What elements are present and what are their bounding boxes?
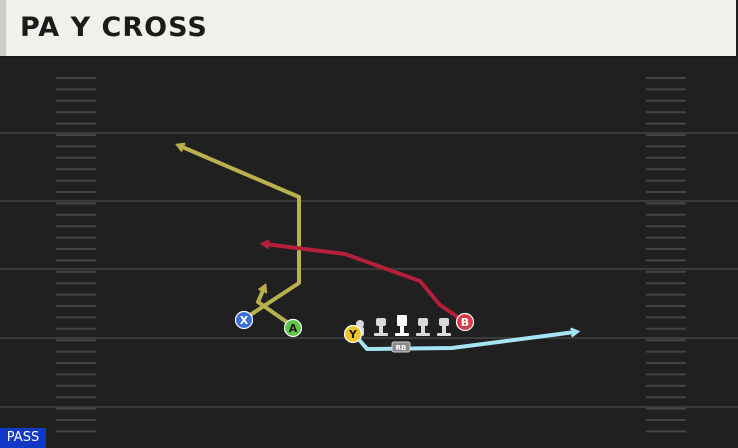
- player-x[interactable]: X: [234, 310, 254, 330]
- title-bar: PA Y CROSS: [0, 0, 736, 58]
- lineman-icon: [416, 318, 430, 336]
- route-y-flat: [354, 332, 575, 351]
- lineman-icon: [374, 318, 388, 336]
- player-y-label: Y: [348, 328, 358, 341]
- player-b-label: B: [461, 316, 469, 329]
- route-x-corner: [180, 146, 301, 321]
- play-title: PA Y CROSS: [20, 12, 208, 43]
- route-b-cross: [265, 244, 467, 324]
- hash-marks: [56, 77, 686, 433]
- offensive-line: [356, 315, 451, 336]
- rb-marker[interactable]: RB: [391, 341, 411, 353]
- title-accent: [0, 0, 6, 56]
- playfield: [0, 60, 738, 448]
- play-type-badge: PASS: [0, 428, 46, 448]
- player-a[interactable]: A: [283, 318, 303, 338]
- rb-tag: RB: [396, 344, 407, 352]
- player-b[interactable]: B: [455, 312, 475, 332]
- yard-lines: [0, 132, 738, 408]
- lineman-icon: [437, 318, 451, 336]
- center-icon: [395, 315, 409, 336]
- player-y[interactable]: Y: [343, 324, 363, 344]
- player-x-label: X: [240, 314, 249, 327]
- player-a-label: A: [289, 322, 298, 335]
- route-a-post: [256, 288, 296, 329]
